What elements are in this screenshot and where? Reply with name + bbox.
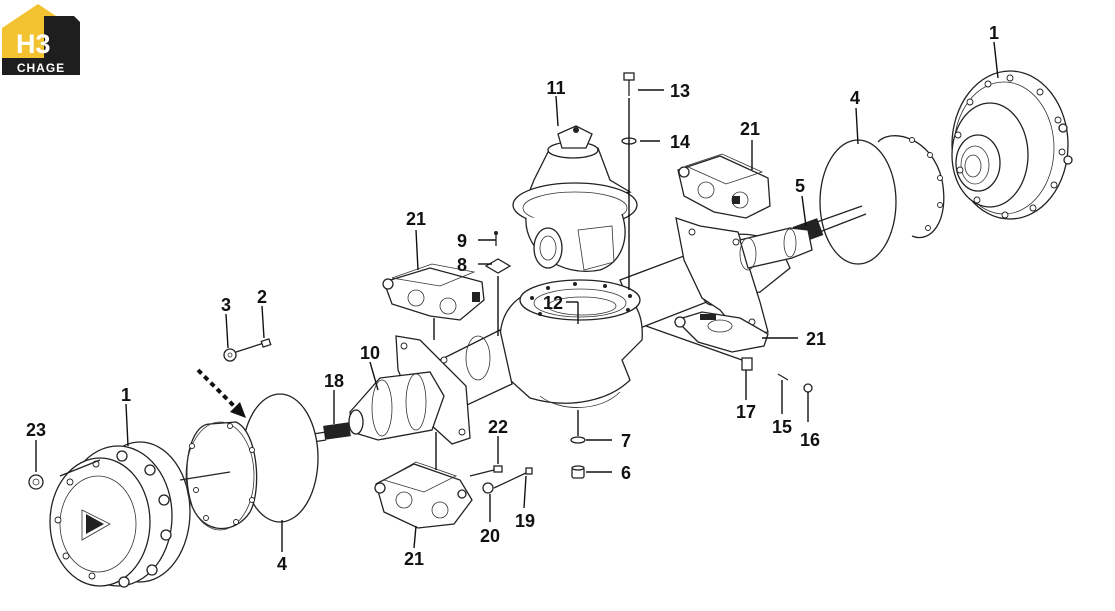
callout-2: 2: [257, 287, 267, 307]
callout-21-upper-right: 21: [740, 119, 760, 139]
bolt-13: [623, 72, 635, 96]
pin-15: [777, 373, 789, 381]
logo-sub-text: CHAGE: [17, 61, 65, 75]
brake-caliper-upper-right: [677, 153, 771, 219]
washer-3: [223, 348, 237, 362]
callout-17: 17: [736, 402, 756, 422]
callout-10: 10: [360, 343, 380, 363]
callout-14: 14: [670, 132, 690, 152]
wheel-hub-right: [951, 70, 1073, 220]
callout-1-left: 1: [121, 385, 131, 405]
callout-22: 22: [488, 417, 508, 437]
callout-15: 15: [772, 417, 792, 437]
brand-logo: H3 CHAGE: [2, 4, 80, 75]
callout-18: 18: [324, 371, 344, 391]
callout-23: 23: [26, 420, 46, 440]
callout-7: 7: [621, 431, 631, 451]
washer-7: [570, 436, 586, 444]
callout-4-right: 4: [850, 88, 860, 108]
nut-23: [28, 474, 44, 490]
callout-16: 16: [800, 430, 820, 450]
axle-housing: [348, 217, 813, 445]
callout-5: 5: [795, 176, 805, 196]
gasket-right: [819, 135, 945, 265]
callout-9: 9: [457, 231, 467, 251]
assembly-direction-arrow: [196, 368, 246, 418]
callout-6: 6: [621, 463, 631, 483]
callout-8: 8: [457, 255, 467, 275]
brake-caliper-lower-right: [674, 311, 769, 353]
logo-band: [2, 58, 80, 75]
callout-4-left: 4: [277, 554, 287, 574]
callout-11: 11: [546, 78, 565, 98]
leader-lines: [35, 41, 999, 552]
nut-16: [803, 383, 813, 393]
brake-caliper-lower-left: [374, 461, 473, 529]
differential-carrier: [512, 125, 638, 272]
callout-13: 13: [670, 81, 690, 101]
callout-21-lower-right: 21: [806, 329, 826, 349]
bolt-17: [645, 325, 753, 371]
bolt-19: [493, 467, 533, 489]
logo-main-text: H3: [16, 29, 51, 59]
callout-3: 3: [221, 295, 231, 315]
callout-19: 19: [515, 511, 535, 531]
callout-21-upper-left: 21: [406, 209, 426, 229]
washer-20: [482, 482, 494, 494]
plate-8: [484, 258, 512, 274]
bolt-2: [235, 338, 272, 353]
bolt-22: [469, 465, 503, 477]
wheel-hub-left: [49, 441, 191, 588]
callout-20: 20: [480, 526, 500, 546]
plug-6: [571, 465, 585, 479]
brake-caliper-upper-left: [382, 263, 485, 321]
callout-21-lower-left: 21: [404, 549, 424, 569]
callout-1-right: 1: [989, 23, 999, 43]
pin-9: [494, 231, 498, 246]
callout-12: 12: [543, 293, 563, 313]
callout-labels: 1 4 5 21 13 14 11 9 8 12 21 2 3 10 18 1 …: [26, 23, 999, 574]
gasket-left: [179, 393, 319, 531]
